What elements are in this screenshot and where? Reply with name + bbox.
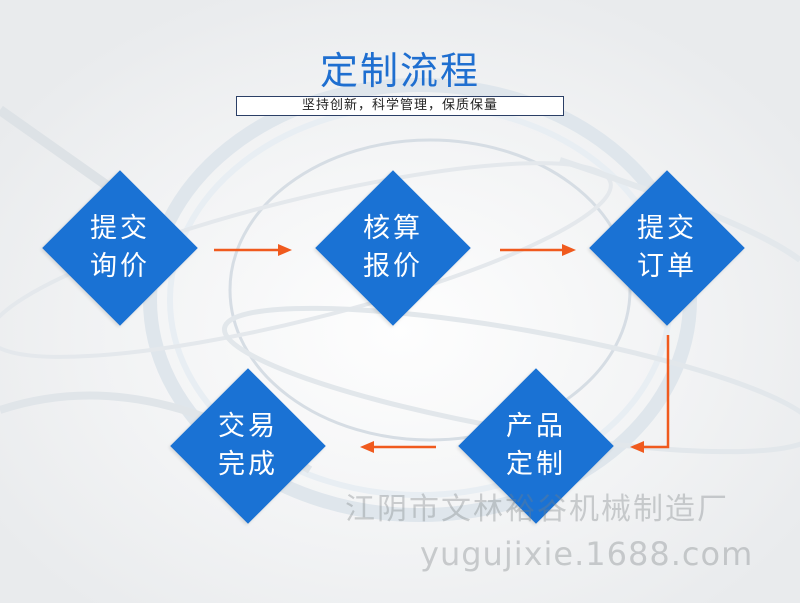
step-label-line1: 核算 <box>363 213 423 244</box>
step-label-line1: 提交 <box>90 213 150 244</box>
step-submit-inquiry: 提交 询价 <box>42 170 198 326</box>
step-label-line2: 完成 <box>218 449 278 480</box>
step-label-line2: 询价 <box>90 251 150 282</box>
step-transaction-complete: 交易 完成 <box>170 368 326 524</box>
watermark-url: yugujixie.1688.com <box>420 535 754 573</box>
page-title: 定制流程 <box>319 49 480 93</box>
step-label-line1: 提交 <box>637 213 697 244</box>
watermark-company: 江阴市文林裕谷机械制造厂 <box>345 492 729 527</box>
step-label-line2: 报价 <box>363 251 423 282</box>
arrow-right-icon <box>214 244 292 256</box>
step-calculate-quote: 核算 报价 <box>315 170 471 326</box>
step-label-line2: 订单 <box>637 251 697 282</box>
step-label-line1: 交易 <box>218 411 278 442</box>
arrow-elbow-down-left-icon <box>630 335 670 453</box>
step-product-customization: 产品 定制 <box>458 368 614 524</box>
step-submit-order: 提交 订单 <box>589 170 745 326</box>
arrow-left-icon <box>360 441 436 453</box>
arrow-right-icon <box>500 244 576 256</box>
step-label-line2: 定制 <box>506 449 566 480</box>
step-label-line1: 产品 <box>506 411 566 442</box>
subtitle-banner: 坚持创新，科学管理，保质保量 <box>236 96 564 116</box>
subtitle-text: 坚持创新，科学管理，保质保量 <box>301 98 498 113</box>
